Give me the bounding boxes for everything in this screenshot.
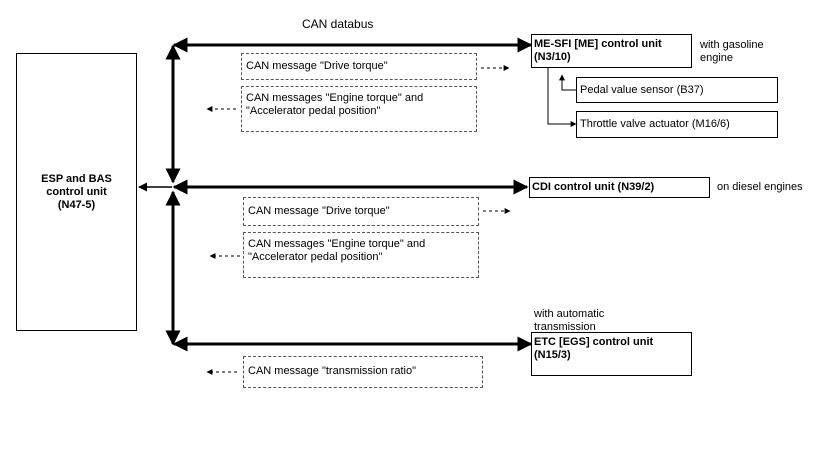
me-engine-torque-text-line1: CAN messages "Engine torque" and [246, 92, 424, 104]
pedal-sensor-label: Pedal value sensor (B37) [580, 84, 704, 96]
me-drive-torque-message: CAN message "Drive torque" [241, 53, 477, 80]
esp-unit-name-line1: ESP and BAS [41, 172, 112, 185]
trans-ratio-message: CAN message "transmission ratio" [243, 356, 483, 388]
etc-unit-name: ETC [EGS] control unit [534, 336, 654, 348]
me-unit-code: (N3/10) [534, 51, 571, 63]
me-engine-torque-message: CAN messages "Engine torque" and "Accele… [241, 86, 477, 132]
cdi-drive-torque-text: CAN message "Drive torque" [248, 205, 390, 217]
me-unit-name: ME-SFI [ME] control unit [534, 38, 662, 50]
etc-unit-code: (N15/3) [534, 349, 571, 361]
me-unit-note-line1: with gasoline [700, 39, 764, 51]
me-engine-torque-text-line2: "Accelerator pedal position" [246, 105, 381, 117]
me-unit-note: with gasoline engine [700, 39, 764, 65]
throttle-valve-actuator-box: Throttle valve actuator (M16/6) [576, 111, 778, 138]
trans-ratio-text: CAN message "transmission ratio" [248, 365, 416, 377]
esp-unit-code: (N47-5) [57, 198, 96, 211]
me-sfi-control-unit: ME-SFI [ME] control unit (N3/10) [531, 34, 692, 68]
cdi-engine-torque-text-line1: CAN messages "Engine torque" and [248, 238, 426, 250]
esp-bas-control-unit: ESP and BAS control unit (N47-5) [16, 53, 137, 331]
cdi-control-unit: CDI control unit (N39/2) [529, 177, 710, 198]
pedal-value-sensor-box: Pedal value sensor (B37) [576, 77, 778, 103]
cdi-unit-name: CDI control unit (N39/2) [532, 181, 655, 193]
etc-unit-note-line1: with automatic [534, 308, 605, 320]
throttle-actuator-label: Throttle valve actuator (M16/6) [580, 118, 730, 130]
cdi-engine-torque-message: CAN messages "Engine torque" and "Accele… [243, 232, 479, 278]
me-drive-torque-text: CAN message "Drive torque" [246, 60, 388, 72]
pedal-sensor-connector [559, 74, 577, 91]
etc-egs-control-unit: ETC [EGS] control unit (N15/3) [531, 332, 692, 376]
bus-label: CAN databus [302, 17, 374, 31]
me-unit-note-line2: engine [700, 52, 734, 64]
esp-unit-name-line2: control unit [46, 185, 107, 198]
cdi-engine-torque-text-line2: "Accelerator pedal position" [248, 251, 383, 263]
throttle-connector [547, 67, 577, 127]
etc-unit-note-line2: transmission [534, 321, 596, 333]
etc-unit-note: with automatic transmission [534, 308, 604, 334]
cdi-drive-torque-message: CAN message "Drive torque" [243, 197, 479, 226]
cdi-unit-note: on diesel engines [717, 181, 803, 193]
